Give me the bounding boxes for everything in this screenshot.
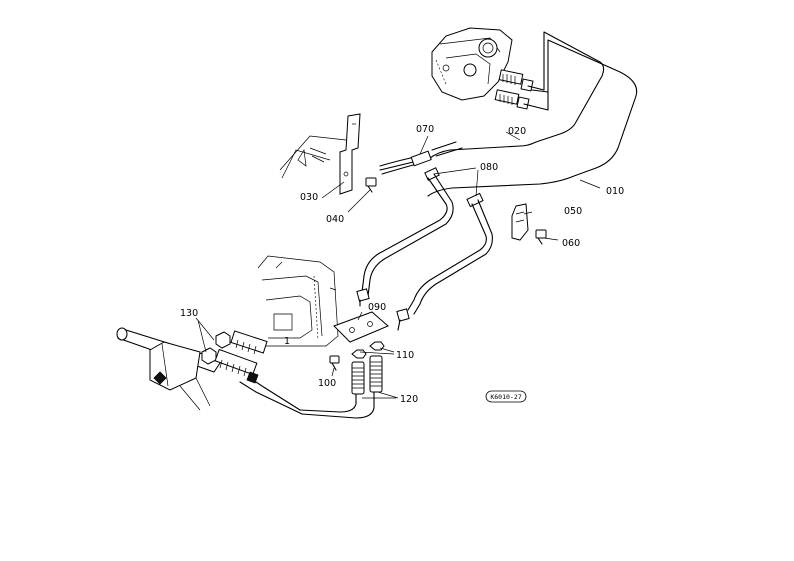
view-label-1: 1 (284, 336, 290, 347)
nut-110-left (351, 349, 367, 359)
fitting-130-upper (215, 330, 268, 355)
pipe-010 (427, 39, 638, 197)
label-020: 020 (508, 126, 526, 137)
label-110: 110 (396, 350, 414, 361)
label-010: 010 (606, 186, 624, 197)
figure-code: K6010-27 (490, 393, 521, 401)
pipe-outer-downleft (407, 199, 493, 315)
bracket-support-frame (279, 135, 347, 179)
label-100: 100 (318, 378, 336, 389)
hose-120-right (301, 355, 383, 419)
label-050: 050 (564, 206, 582, 217)
label-090: 090 (368, 302, 386, 313)
bolt-040 (365, 177, 377, 193)
label-120: 120 (400, 394, 418, 405)
label-030: 030 (300, 192, 318, 203)
pipe-end-fitting-left (356, 288, 370, 307)
label-040: 040 (326, 214, 344, 225)
label-080: 080 (480, 162, 498, 173)
leader-lines (195, 131, 601, 399)
pipe-020 (379, 31, 605, 171)
label-130: 130 (180, 308, 198, 319)
pipe-end-fitting-right (396, 308, 410, 331)
hose-sleeve-070 (379, 141, 463, 175)
clamp-080-lower (466, 192, 484, 208)
bolt-100 (329, 355, 340, 371)
label-060: 060 (562, 238, 580, 249)
front-bracket (339, 113, 361, 195)
figure-code-badge: K6010-27 (485, 390, 527, 403)
hydraulic-cylinder (116, 327, 223, 411)
bolt-060 (535, 229, 547, 245)
pump-fitting-upper (498, 69, 534, 92)
hydraulic-valve-body (431, 27, 513, 101)
clamp-080-upper (424, 167, 440, 181)
hose-120-left (299, 361, 365, 413)
fitting-130-lower (201, 347, 259, 384)
pipe-inner-downleft (361, 173, 454, 297)
pump-fitting-lower (494, 89, 530, 110)
hose-run-to-cylinder (239, 377, 303, 415)
tractor-housing (257, 255, 339, 347)
plate-090 (333, 311, 389, 343)
bracket-050 (511, 203, 529, 241)
label-070: 070 (416, 124, 434, 135)
